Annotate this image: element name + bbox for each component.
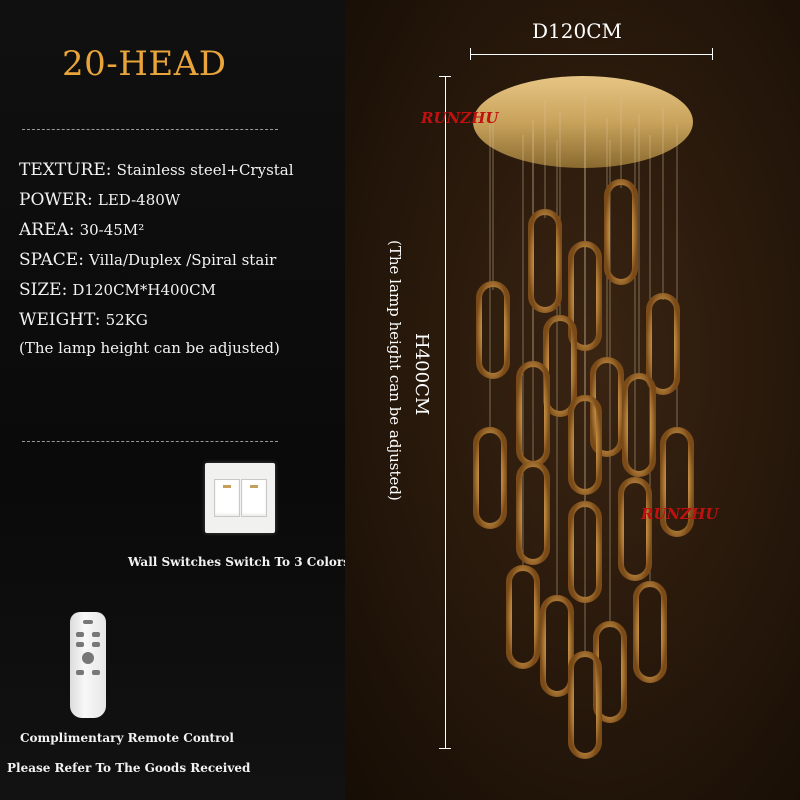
wall-switch-icon [205,463,275,533]
diameter-dimension-line [470,54,712,55]
crystal-rings [473,179,694,759]
spec-key: WEIGHT: [19,310,101,330]
chandelier-image [345,0,800,800]
spec-key: TEXTURE: [19,160,112,180]
diameter-label: D120CM [532,19,622,43]
switch-button-left [214,479,240,517]
height-adjust-note-vertical: (The lamp height can be adjusted) [386,240,404,501]
spec-key: SPACE: [19,250,84,270]
divider-top [22,129,278,130]
spec-value: 30-45M² [79,221,145,239]
spec-value: 52KG [105,311,148,329]
ceiling-canopy [473,76,693,168]
spec-power: POWER: LED-480W [19,190,180,210]
brand-watermark-top: RUNZHU [421,109,499,127]
wall-switch-caption: Wall Switches Switch To 3 Colors [128,555,350,569]
spec-value: Villa/Duplex /Spiral stair [89,251,277,269]
remote-caption: Complimentary Remote Control [20,731,234,745]
diameter-tick-right [712,48,713,60]
spec-key: AREA: [19,220,75,240]
spec-panel: 20-HEAD TEXTURE: Stainless steel+Crystal… [0,0,350,800]
spec-size: SIZE: D120CM*H400CM [19,280,216,300]
height-dimension-line [445,76,446,748]
goods-caption: Please Refer To The Goods Received [7,761,251,775]
spec-key: SIZE: [19,280,68,300]
brand-watermark-bottom: RUNZHU [641,505,719,523]
switch-button-right [241,479,267,517]
diameter-tick-left [470,48,471,60]
spec-value: LED-480W [97,191,181,209]
spec-area: AREA: 30-45M² [19,220,144,240]
remote-control-icon [70,612,106,718]
product-title: 20-HEAD [62,44,227,84]
height-label: H400CM [411,333,432,416]
height-adjust-note: (The lamp height can be adjusted) [19,339,280,357]
height-tick-top [439,76,451,77]
spec-value: D120CM*H400CM [72,281,216,299]
height-tick-bottom [439,748,451,749]
spec-weight: WEIGHT: 52KG [19,310,148,330]
divider-bottom [22,441,278,442]
chandelier-drawing [473,76,694,759]
spec-key: POWER: [19,190,93,210]
spec-space: SPACE: Villa/Duplex /Spiral stair [19,250,276,270]
spec-value: Stainless steel+Crystal [116,161,294,179]
spec-texture: TEXTURE: Stainless steel+Crystal [19,160,294,180]
